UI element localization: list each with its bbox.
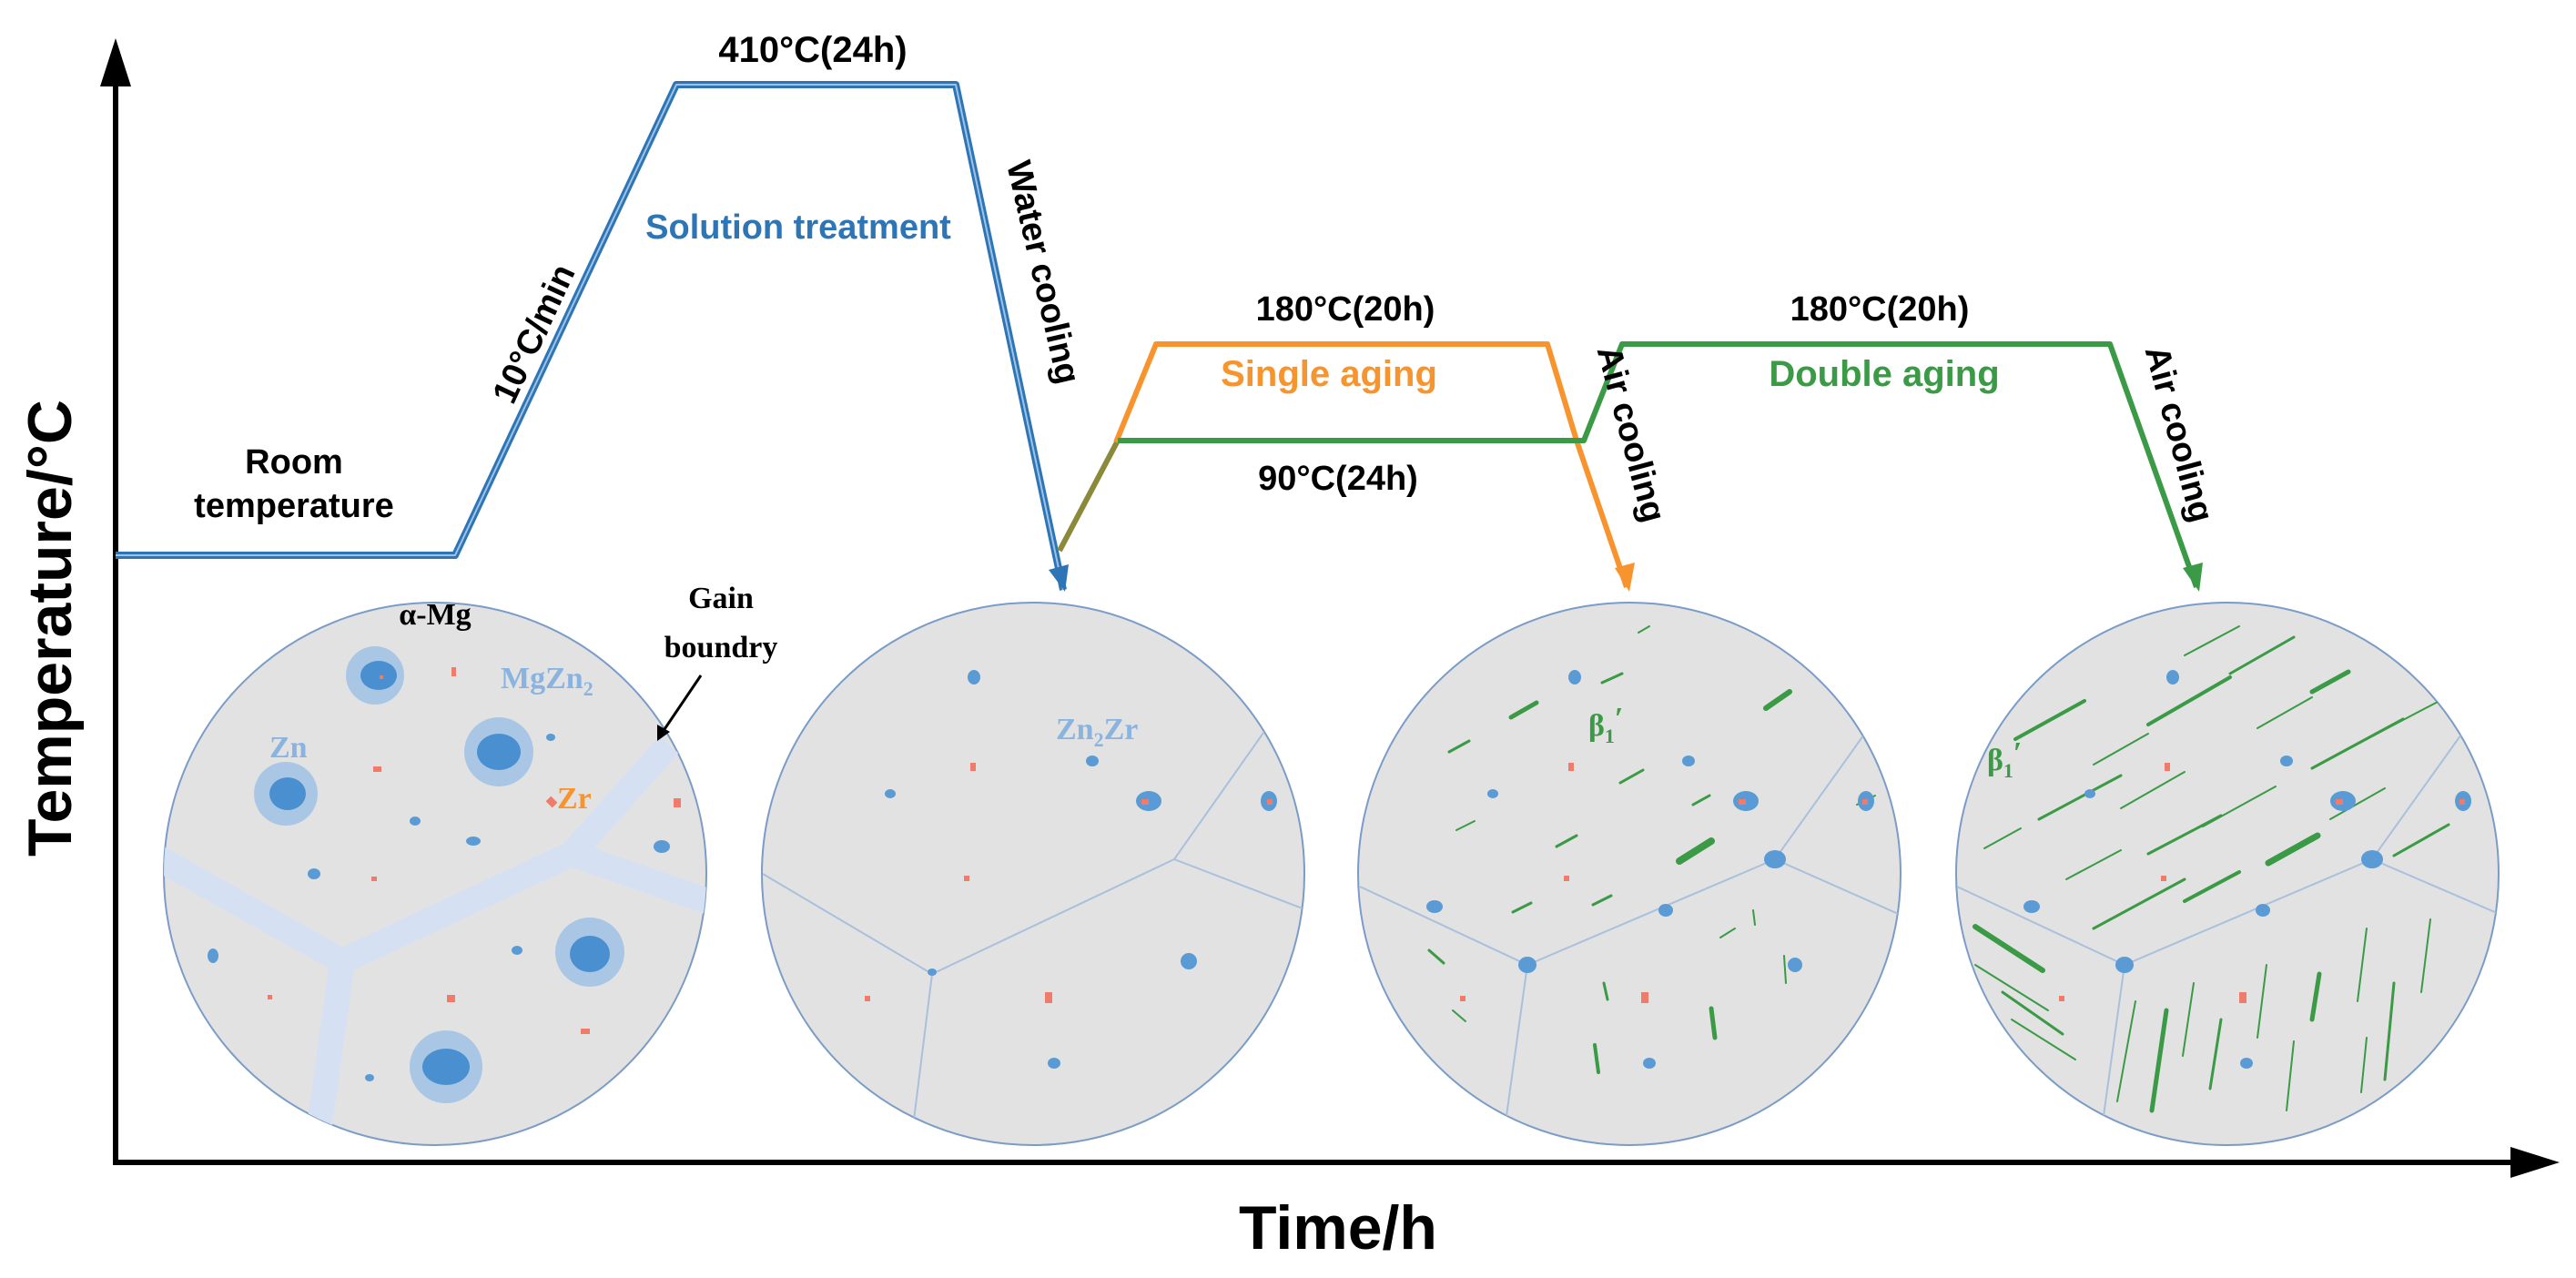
grain-boundary-line — [2371, 858, 2499, 917]
water-cooling-arrowhead — [1049, 564, 1069, 592]
y-axis-label: Temperature/°C — [15, 400, 85, 857]
grain-circle-3 — [1357, 602, 1902, 1146]
grain-boundary-pointer — [657, 674, 703, 738]
zr-label: Zr — [557, 782, 592, 816]
beta-label-1-main: β — [1588, 709, 1605, 743]
single-aging-arrowhead — [1615, 563, 1635, 592]
x-axis-label: Time/h — [1239, 1193, 1437, 1263]
beta-label-1-sub: 1 — [1605, 725, 1615, 747]
microstructure-solution: Zn2Zr — [761, 602, 1305, 1146]
double-aging-arrowhead — [2183, 563, 2203, 592]
zn-label: Zn — [269, 731, 308, 765]
microstructure-double-aging: β1′ — [1955, 602, 2500, 1146]
pre-aging-temp-label: 90°C(24h) — [1258, 460, 1418, 498]
zn2zr-label-b: Zr — [1104, 713, 1139, 746]
aging-start-line — [1057, 439, 1121, 553]
beta-precipitates — [1427, 625, 1876, 1074]
grain-boundary-label-2: boundry — [664, 631, 778, 664]
room-temperature-label-2: temperature — [194, 487, 394, 525]
double-aging-temp-label: 180°C(20h) — [1790, 290, 1970, 329]
zn2zr-label: Zn2Zr — [1056, 713, 1138, 751]
zr-particles — [268, 667, 681, 1034]
aged-zr-particles — [1460, 763, 1868, 1003]
solution-temp-label: 410°C(24h) — [718, 30, 907, 70]
dense-beta-precipitates — [1973, 625, 2450, 1113]
beta-label-1-prime: ′ — [1615, 702, 1624, 735]
zn2zr-label-sub: 2 — [1094, 728, 1104, 751]
aged-particles — [1426, 670, 1874, 1069]
beta-label-2: β1′ — [1987, 736, 2022, 782]
stage-labels: Room temperature 10°C/min 410°C(24h) Sol… — [194, 30, 2220, 526]
mgzn2-label: MgZn2 — [501, 662, 593, 700]
single-aging-temp-label: 180°C(20h) — [1256, 290, 1435, 329]
grain-boundary-line — [1359, 718, 1876, 967]
grain-boundary-line — [1774, 858, 1901, 917]
room-temperature-label-1: Room — [245, 443, 343, 482]
grain-boundary-band — [164, 735, 679, 974]
beta-label-2-prime: ′ — [2013, 736, 2023, 770]
beta-label-2-sub: 1 — [2003, 759, 2013, 782]
single-aging-curve — [1113, 341, 1629, 588]
beta-label-2-main: β — [1987, 744, 2003, 777]
microstructure-as-cast: α-Mg MgZn2 Zn Zr Gain boundry — [163, 582, 778, 1146]
mgzn2-halo-particles — [254, 646, 624, 1103]
axes — [100, 38, 2560, 1178]
microstructure-single-aging: β1′ — [1357, 602, 1902, 1146]
solution-zr-particles — [865, 763, 1273, 1003]
grain-boundary-pointer-head — [657, 725, 670, 741]
pre-aging-line — [1118, 341, 2199, 589]
double-aged-zr-particles — [2059, 763, 2465, 1003]
beta-label-1: β1′ — [1588, 702, 1623, 747]
double-aged-particles — [2023, 670, 2471, 1069]
small-zn-particles — [208, 734, 670, 1081]
grain-boundary-band — [567, 841, 706, 921]
grain-boundary-line — [1173, 858, 1304, 911]
single-aging-label: Single aging — [1221, 354, 1437, 394]
grain-boundary-line — [1956, 718, 2473, 967]
grain-boundary-label-1: Gain — [688, 582, 754, 615]
temperature-profile — [116, 81, 2203, 592]
solution-treatment-label: Solution treatment — [645, 208, 951, 247]
grain-boundary-line — [762, 716, 1275, 976]
air-cooling-label-2: Air cooling — [2137, 342, 2221, 527]
mgzn2-label-main: MgZn — [501, 662, 583, 695]
zn2zr-label-a: Zn — [1056, 713, 1094, 746]
grain-circle-4 — [1955, 602, 2500, 1146]
y-axis-arrow — [100, 38, 131, 86]
solution-curve-inner — [116, 84, 1064, 591]
double-aging-label: Double aging — [1769, 354, 1999, 394]
alpha-mg-label: α-Mg — [399, 598, 471, 632]
grain-circle-2 — [761, 602, 1305, 1146]
air-cooling-label-1: Air cooling — [1589, 342, 1673, 527]
x-axis-arrow — [2510, 1147, 2560, 1178]
mgzn2-label-sub: 2 — [583, 677, 593, 700]
